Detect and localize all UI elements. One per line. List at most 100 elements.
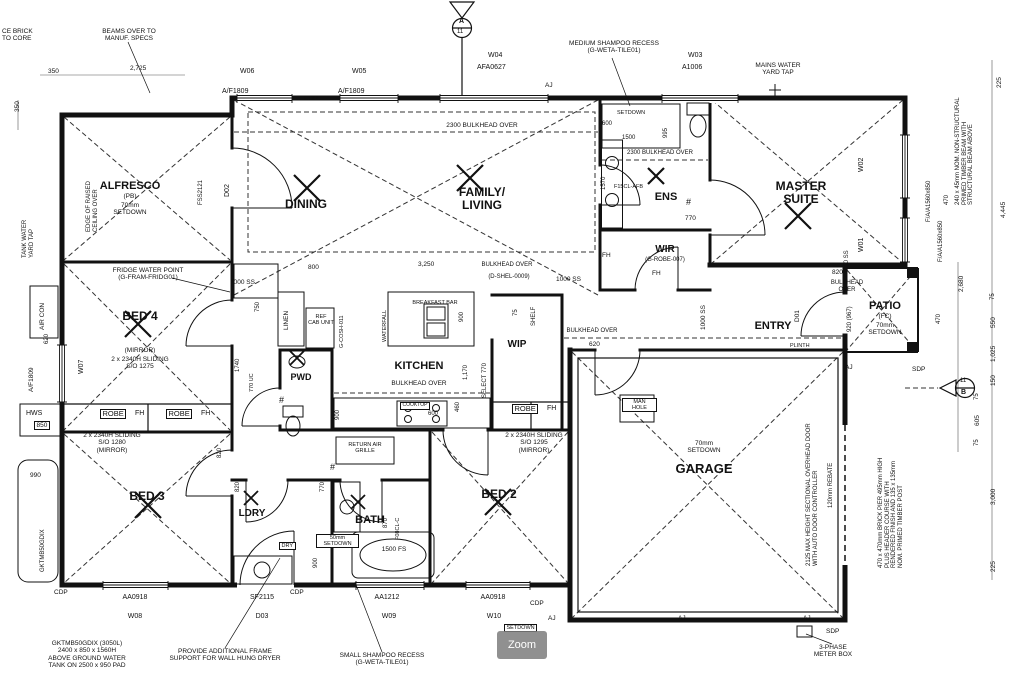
label-manhole: MAN HOLE [622,398,657,413]
window-tag-w10: W10 [486,613,502,620]
room-label-bath: BATH [355,514,385,526]
code-g-robe: (G-ROBE-007) [645,257,685,263]
symbol-hash-master: # [686,197,692,207]
symbol-aj-b2: AJ [678,615,686,622]
zoom-button[interactable]: Zoom [497,631,547,659]
door-code-sf2115: SF2115 [250,594,274,601]
marker-a-letter: A [459,18,465,25]
dim-850ss: 850 SS [844,250,850,270]
dim-3000-right: 3,000 [990,488,997,505]
symbol-aj-top: AJ [545,82,553,89]
label-waterfall: WATERFALL [382,309,388,342]
window-tag-w05: W05 [352,68,367,75]
label-breakfast-bar: BREAKFAST BAR [412,300,458,306]
window-tag-w01: W01 [858,237,865,252]
symbol-sdp-patio: SDP [912,366,926,373]
doors [185,147,846,586]
note-brick-pier: 470 x 470mm BRICK PIER 495mm HIGH PLUS H… [878,457,905,568]
dim-600-cooktop: 600 [428,411,439,417]
code-d-shel: (D-SHEL-0009) [488,274,530,280]
label-ref-cab: REF CAB UNIT [308,314,334,327]
dim-1170-kitchen: 1,170 [463,364,469,380]
note-garage-door: 2125 MAX HEIGHT SECTIONAL OVERHEAD DOOR … [806,423,819,566]
label-garage-setdown: 70mm SETDOWN [687,440,721,455]
dim-990-tank: 990 [30,472,41,479]
walls-interior [60,96,847,587]
window-tag-w08: W08 [127,613,143,620]
window-code-af1809-a: A/F1809 [222,88,249,95]
note-mains-water: MAINS WATER YARD TAP [755,62,801,77]
label-bed4-sliding: 2 x 2340H SLIDING S/O 1275 [111,356,169,371]
dim-470-right: 470 [944,194,950,205]
section-marker-a [448,1,476,96]
dim-800: 800 [308,264,319,271]
dim-1000ss-c: 1000 SS [700,305,707,330]
room-label-ens: ENS [654,191,678,203]
dim-225-bottomright: 225 [990,561,997,572]
light-cross-icons [124,164,812,519]
dim-900-bath: 900 [313,557,319,568]
room-label-patio: PATIO [869,300,901,312]
dim-3250: 3,250 [418,261,435,268]
note-bulkhead-kitchen: BULKHEAD OVER [391,380,447,387]
dim-1000ss-b: 1000 SS [556,276,581,283]
fixtures [17,84,813,638]
dim-920-967: 920 (967) [847,306,853,332]
marker-a-number: 11 [457,29,464,35]
label-plinth: PLINTH [790,343,810,349]
label-alfresco-pb: (PB) [123,193,137,200]
room-label-pwd: PWD [290,372,312,382]
label-linen: LINEN [283,310,290,330]
symbol-sdp-b: SDP [826,628,840,635]
symbol-aj-b3: AJ [803,615,811,622]
dim-1025-right: 1,025 [990,345,997,362]
dim-820-hall: 820 [217,447,223,458]
walls-exterior [59,95,908,623]
note-bulkhead-2300-main: 2300 BULKHEAD OVER [446,122,518,129]
room-label-wir: WIR [655,244,675,255]
note-bulkhead-shelf: BULKHEAD OVER [481,262,533,268]
fixture-code-f15cl: F15CL-AFB [614,184,644,190]
section-marker-b [938,377,976,399]
dim-2680-right: 2,680 [958,275,965,292]
door-tag-d03: D03 [255,613,269,620]
label-fh-2: FH [201,410,211,417]
label-select-770: SELECT 770 [482,363,488,398]
window-tag-w07: W07 [78,359,85,374]
room-label-bed3: BED 3 [129,489,165,503]
label-dry: DRY [279,542,296,551]
door-tag-d02: D02 [224,184,231,197]
code-fss2121: FSS2121 [198,179,204,205]
window-code-aa0918-a: AA0918 [122,594,148,601]
label-setdown-ens: SETDOWN [617,110,646,116]
room-label-bed4: BED 4 [122,309,158,323]
room-label-master: MASTER SUITE [775,179,827,207]
marker-b-letter: B [961,389,967,396]
label-alfresco-setdown: 70mm SETDOWN [113,202,147,217]
symbol-aj-b1: AJ [548,615,556,622]
room-label-garage: GARAGE [675,461,733,476]
label-fh-wir: FH [652,270,661,277]
symbol-cdp-bl: CDP [54,589,68,596]
note-small-shampoo: SMALL SHAMPOO RECESS (G-WETA-TILE01) [339,652,425,667]
dimension-lines [17,60,993,580]
note-rebate: 120mm REBATE [828,462,834,508]
dim-75-r1: 75 [990,293,996,300]
dim-75-r2: 75 [974,393,980,400]
symbol-sdp-top: SDP [790,95,804,102]
note-bulkhead-patio: BULKHEAD OVER [830,280,864,293]
note-medium-shampoo: MEDIUM SHAMPOO RECESS (G-WETA-TILE01) [569,40,659,55]
window-code-faa-1: F/A/A1560x850 [926,180,932,222]
note-meter-box: 3-PHASE METER BOX [813,644,853,659]
label-patio-setdown: 70mm SETDOWN [868,322,902,337]
window-code-afa0627: AFA0627 [477,64,506,71]
symbol-cdp-top: CDP [304,95,318,102]
room-label-dining: DINING [285,197,327,211]
dashed-lines [63,99,938,619]
note-tank-tap: TANK WATER YARD TAP [22,219,35,258]
note-fridge: FRIDGE WATER POINT (G-FRAM-FRIDG01) [112,267,184,282]
dim-1740-pwd: 1740 [235,358,241,372]
dim-770-master-door: 770 [685,215,696,222]
dim-225-topright: 225 [996,77,1003,88]
label-robe-3: ROBE [512,404,539,415]
